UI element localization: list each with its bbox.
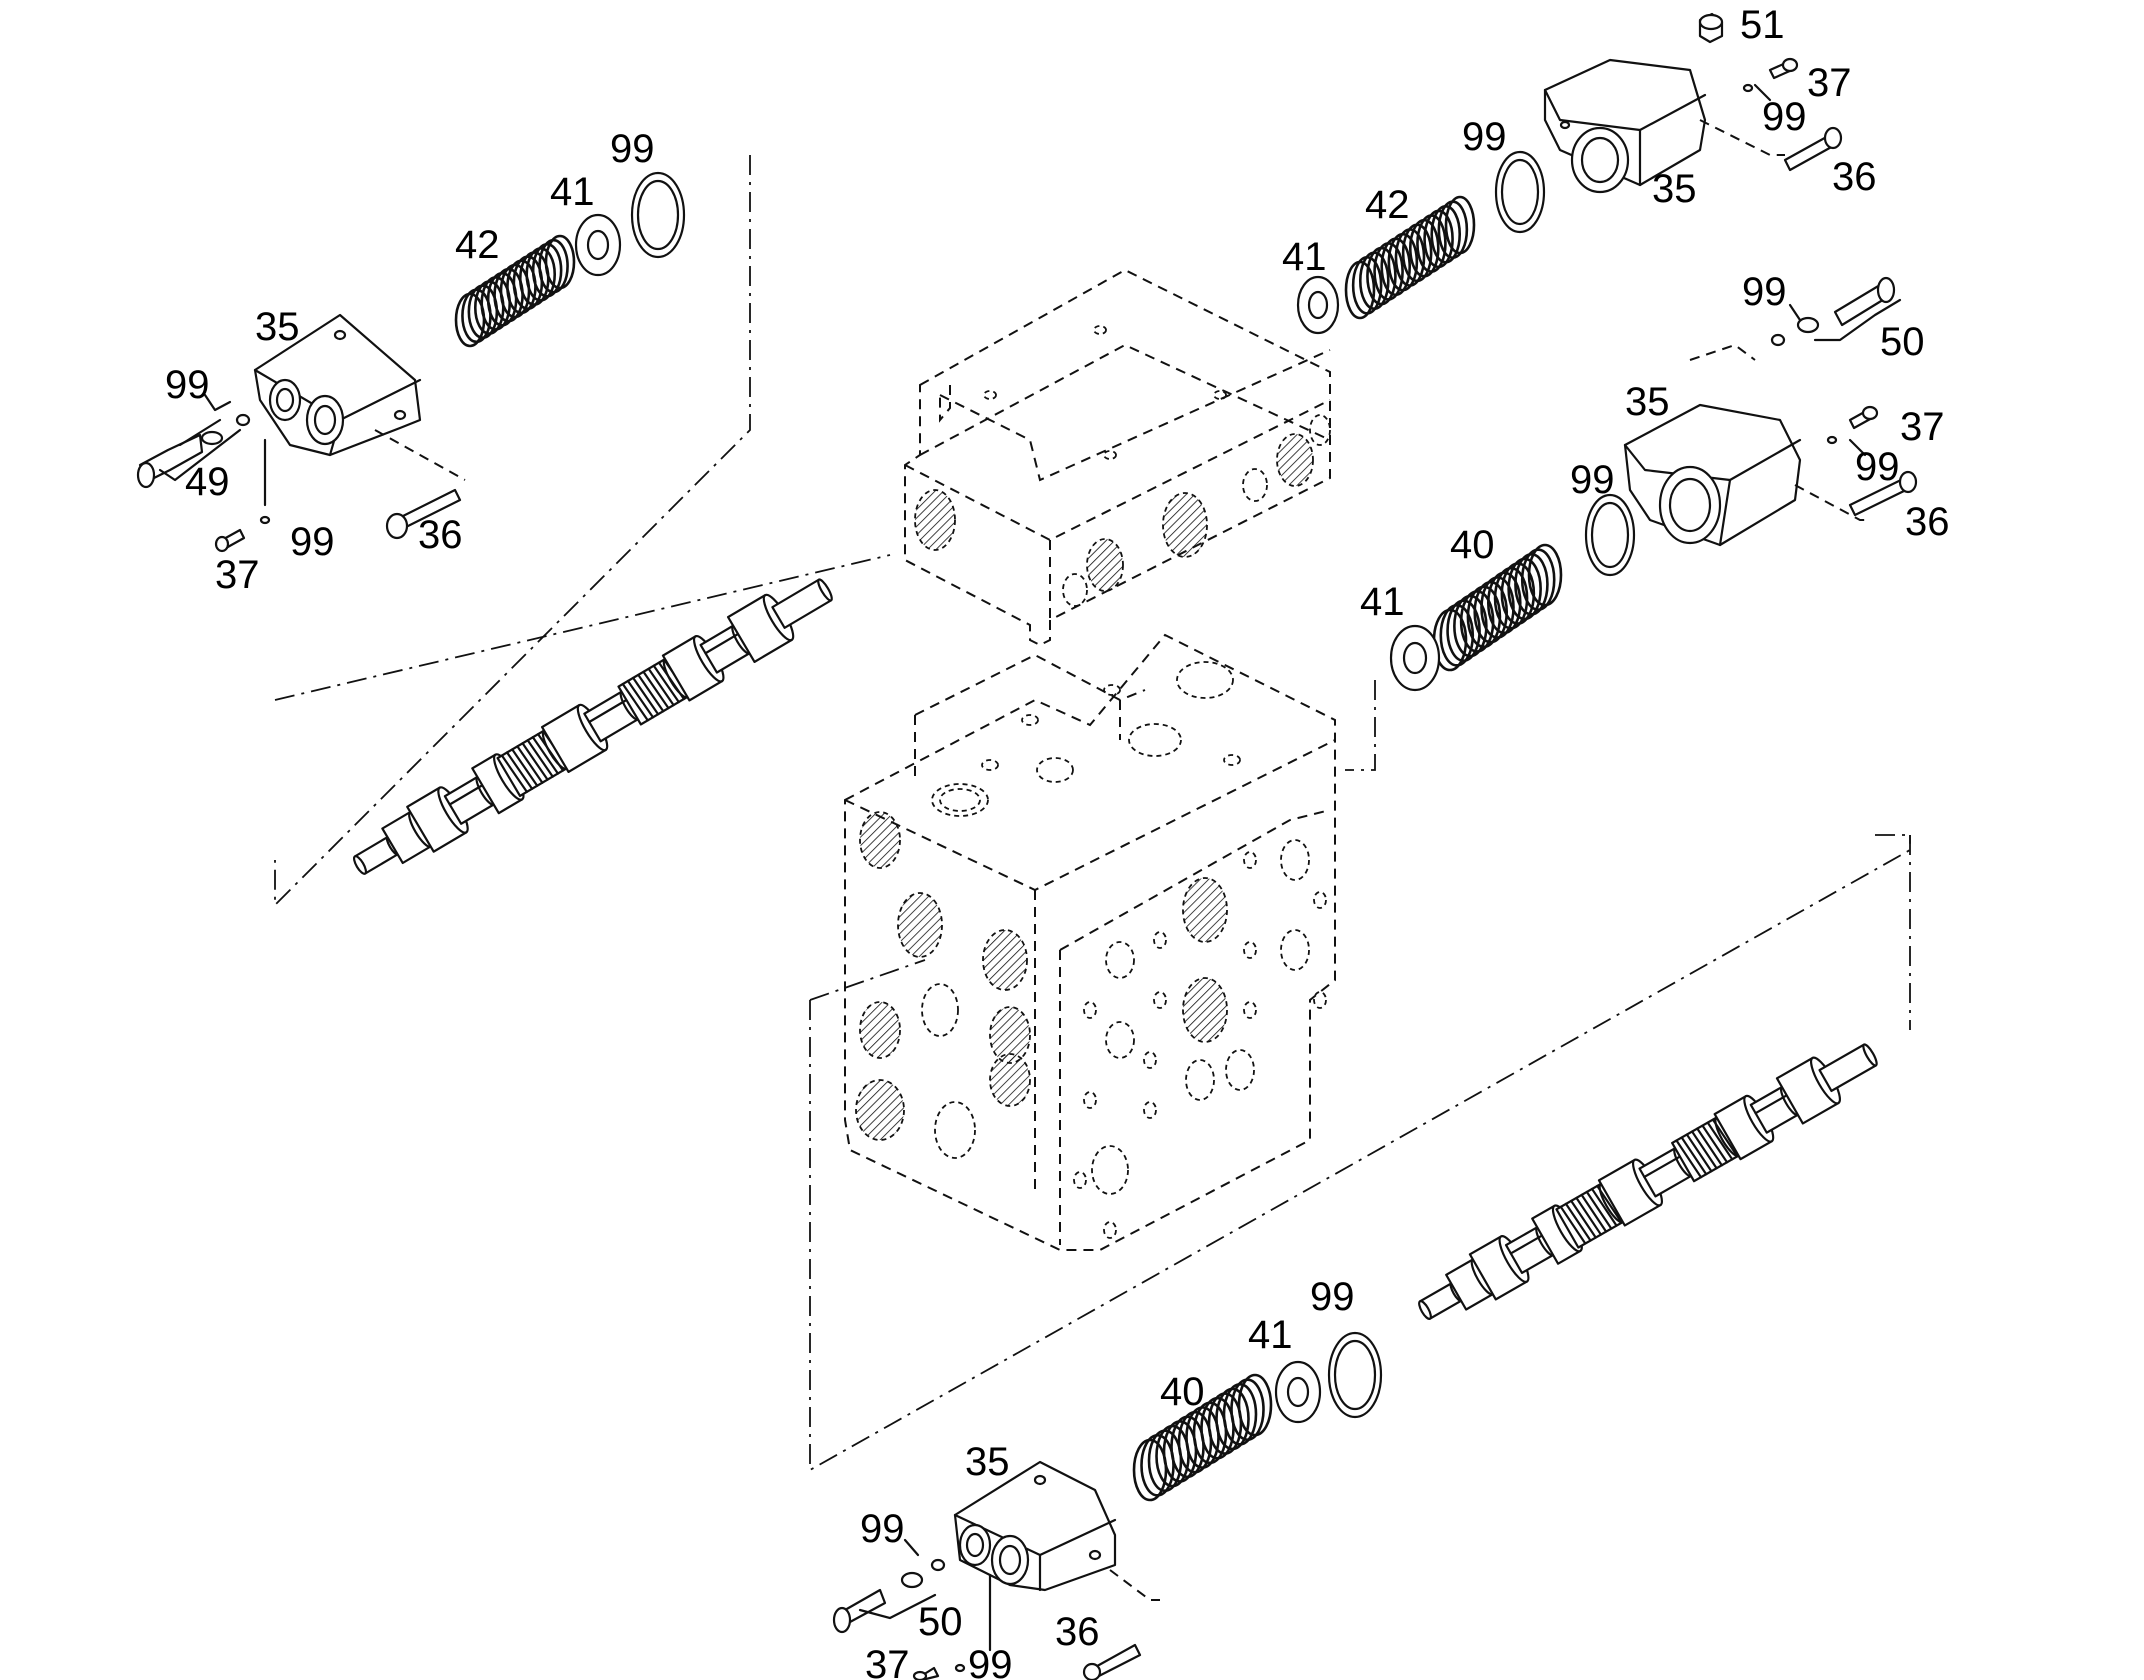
leader-36-upper-right <box>1699 119 1785 156</box>
callout-35: 35 <box>1652 167 1697 211</box>
bolt-36-upper-left <box>385 488 462 540</box>
valve-body-main <box>844 633 1336 1251</box>
callout-99: 99 <box>1855 445 1900 489</box>
plug-51 <box>1698 12 1724 44</box>
bolt-36-upper-right <box>1783 126 1843 172</box>
callout-49: 49 <box>185 460 230 504</box>
callout-51: 51 <box>1740 3 1785 47</box>
callout-41: 41 <box>1360 580 1405 624</box>
screw-37-lower <box>912 1663 966 1680</box>
seat-41-upper-left <box>574 213 622 277</box>
callout-40: 40 <box>1450 523 1495 567</box>
callout-99: 99 <box>1462 115 1507 159</box>
callout-35: 35 <box>255 305 300 349</box>
callout-99: 99 <box>290 520 335 564</box>
callout-99: 99 <box>1570 458 1615 502</box>
cap-35-right <box>1623 403 1802 547</box>
callout-99: 99 <box>968 1643 1013 1680</box>
assembly-centerlines <box>274 155 1911 1472</box>
spool-lower <box>1418 1043 1878 1320</box>
screw-37-upper-left <box>214 515 271 553</box>
callout-50: 50 <box>1880 320 1925 364</box>
leader-lines <box>158 83 1902 1652</box>
callout-36: 36 <box>1905 500 1950 544</box>
callout-99: 99 <box>1310 1275 1355 1319</box>
callout-37: 37 <box>1807 61 1852 105</box>
seat-41-right <box>1389 624 1441 692</box>
callout-99: 99 <box>610 127 655 171</box>
callout-41: 41 <box>1248 1313 1293 1357</box>
plug-50-right <box>1770 276 1896 347</box>
cap-35-upper-left <box>253 313 422 457</box>
callout-42: 42 <box>455 223 500 267</box>
seal-ring-99-lower <box>1327 1331 1383 1419</box>
callout-37: 37 <box>865 1643 910 1680</box>
callout-99: 99 <box>1742 270 1787 314</box>
callout-41: 41 <box>1282 235 1327 279</box>
plug-50-lower <box>832 1558 946 1634</box>
cap-35-lower <box>953 1460 1117 1592</box>
screw-37-right <box>1826 405 1879 445</box>
spring-40-lower <box>1132 1373 1273 1502</box>
seal-ring-99-right <box>1584 493 1636 577</box>
callout-35: 35 <box>1625 380 1670 424</box>
spring-42-upper-right <box>1344 195 1476 320</box>
cap-35-upper-right <box>1543 58 1707 194</box>
valve-body-upper <box>904 268 1331 647</box>
seat-41-lower <box>1274 1360 1322 1424</box>
callout-35: 35 <box>965 1440 1010 1484</box>
seal-ring-99-upper-right <box>1494 150 1546 234</box>
leader-36-right <box>1794 484 1870 521</box>
plug-49 <box>136 413 251 489</box>
seat-41-upper-right <box>1296 275 1340 335</box>
callout-37: 37 <box>1900 405 1945 449</box>
callout-42: 42 <box>1365 183 1410 227</box>
callout-99: 99 <box>1762 95 1807 139</box>
spring-42-upper-left <box>454 234 576 348</box>
callout-36: 36 <box>1055 1610 1100 1654</box>
callout-50: 50 <box>918 1600 963 1644</box>
callout-99: 99 <box>165 363 210 407</box>
callout-99: 99 <box>860 1507 905 1551</box>
bolt-36-lower <box>1082 1643 1142 1680</box>
spring-40-right <box>1432 543 1563 672</box>
leader-36-lower <box>1109 1569 1160 1601</box>
callout-41: 41 <box>550 170 595 214</box>
seal-ring-99-upper-left <box>630 171 686 259</box>
callout-40: 40 <box>1160 1370 1205 1414</box>
callout-37: 37 <box>215 553 260 597</box>
callout-labels: 51 37 99 36 35 99 42 41 99 50 35 37 99 3… <box>165 3 1950 1680</box>
leader-50-right <box>1689 343 1756 361</box>
callout-36: 36 <box>418 513 463 557</box>
bolt-36-right <box>1848 470 1918 517</box>
callout-36: 36 <box>1832 155 1877 199</box>
spool-upper <box>352 578 833 875</box>
screw-37-upper-right <box>1742 57 1799 93</box>
